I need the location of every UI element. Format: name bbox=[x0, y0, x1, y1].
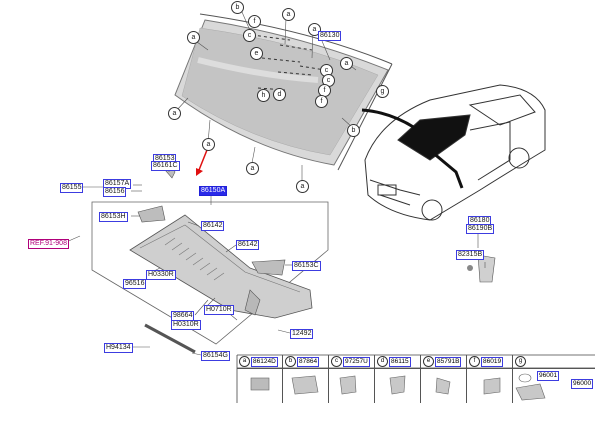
part-86154g bbox=[144, 323, 196, 354]
pointer-sweep-bottom bbox=[407, 130, 464, 189]
callout-86190b[interactable]: 86190B bbox=[466, 224, 495, 234]
legend-letter: g bbox=[515, 356, 526, 367]
leader-lines-top bbox=[175, 11, 357, 183]
legend-code: 86115 bbox=[389, 357, 411, 367]
legend-code-secondary: 96000 bbox=[571, 379, 594, 389]
letter-d: d bbox=[273, 88, 286, 101]
letter-g-car: g bbox=[376, 85, 389, 98]
cowl-panel bbox=[129, 214, 313, 319]
ref-link[interactable]: REF.91-908 bbox=[28, 239, 69, 249]
letter-h: h bbox=[257, 89, 270, 102]
callout-86130[interactable]: 86130 bbox=[318, 31, 342, 41]
car-illustration bbox=[364, 84, 546, 221]
letter-c-3: c bbox=[322, 74, 335, 87]
letter-f-1: f bbox=[248, 15, 261, 28]
letter-a-right2: a bbox=[340, 57, 353, 70]
letter-a-top: a bbox=[282, 8, 295, 21]
callout-86154g[interactable]: 86154G bbox=[201, 351, 230, 361]
legend-code: 96001 bbox=[537, 371, 560, 381]
legend-letter: e bbox=[423, 356, 434, 367]
letter-b-right: b bbox=[347, 124, 360, 137]
callout-h94134[interactable]: H94134 bbox=[104, 343, 133, 353]
legend-code: 86019 bbox=[481, 357, 504, 367]
letter-a-left: a bbox=[187, 31, 200, 44]
legend-cell-e[interactable]: e 85791B bbox=[421, 355, 467, 403]
part-82315b bbox=[477, 254, 496, 283]
letter-f-3: f bbox=[315, 95, 328, 108]
callout-86155[interactable]: 86155 bbox=[60, 183, 84, 193]
callout-82315b[interactable]: 82315B bbox=[456, 250, 485, 260]
callout-86153c[interactable]: 86153C bbox=[292, 261, 321, 271]
parts-legend: a 86124D b 87864 c 97257U d 86115 e 8579… bbox=[237, 355, 595, 403]
legend-letter: a bbox=[239, 356, 250, 367]
legend-cell-g[interactable]: g 96001 96000 bbox=[513, 355, 595, 403]
letter-a-left2: a bbox=[168, 107, 181, 120]
legend-letter: d bbox=[377, 356, 388, 367]
callout-86150a[interactable]: 86150A bbox=[199, 186, 228, 196]
letter-a-bottom3: a bbox=[296, 180, 309, 193]
legend-cell-b[interactable]: b 87864 bbox=[283, 355, 329, 403]
letter-a-bottom2: a bbox=[246, 162, 259, 175]
callout-12492[interactable]: 12492 bbox=[290, 329, 314, 339]
part-86153h bbox=[137, 205, 166, 223]
legend-cell-c[interactable]: c 97257U bbox=[329, 355, 375, 403]
letter-a-right1: a bbox=[308, 23, 321, 36]
letter-a-bottom1: a bbox=[202, 138, 215, 151]
legend-cell-f[interactable]: f 86019 bbox=[467, 355, 513, 403]
callout-h0310r[interactable]: H0310R bbox=[171, 320, 201, 330]
legend-letter: c bbox=[331, 356, 342, 367]
legend-thumbs bbox=[250, 373, 546, 401]
legend-letter: b bbox=[285, 356, 296, 367]
pointer-sweep-top bbox=[361, 108, 416, 130]
legend-letter: f bbox=[469, 356, 480, 367]
legend-cell-a[interactable]: a 86124D bbox=[237, 355, 283, 403]
legend-cell-d[interactable]: d 86115 bbox=[375, 355, 421, 403]
callout-86142-a[interactable]: 86142 bbox=[201, 221, 225, 231]
letter-e-1: e bbox=[250, 47, 263, 60]
callout-86153h[interactable]: 86153H bbox=[99, 212, 128, 222]
part-86153c bbox=[251, 259, 286, 276]
callout-h0330r[interactable]: H0330R bbox=[146, 270, 176, 280]
callout-86156[interactable]: 86156 bbox=[103, 187, 127, 197]
legend-code: 87864 bbox=[297, 357, 320, 367]
legend-code: 85791B bbox=[435, 357, 462, 367]
callout-h0710r[interactable]: H0710R bbox=[204, 305, 234, 315]
callout-86142-b[interactable]: 86142 bbox=[236, 240, 260, 250]
callout-96516[interactable]: 96516 bbox=[123, 279, 147, 289]
callout-86161c[interactable]: 86161C bbox=[151, 161, 180, 171]
letter-c-1: c bbox=[243, 29, 256, 42]
letter-b-top: b bbox=[231, 1, 244, 14]
red-arrow bbox=[196, 149, 208, 176]
part-82315b-clip bbox=[467, 265, 473, 271]
legend-code: 86124D bbox=[251, 357, 278, 367]
legend-code: 97257U bbox=[343, 357, 370, 367]
